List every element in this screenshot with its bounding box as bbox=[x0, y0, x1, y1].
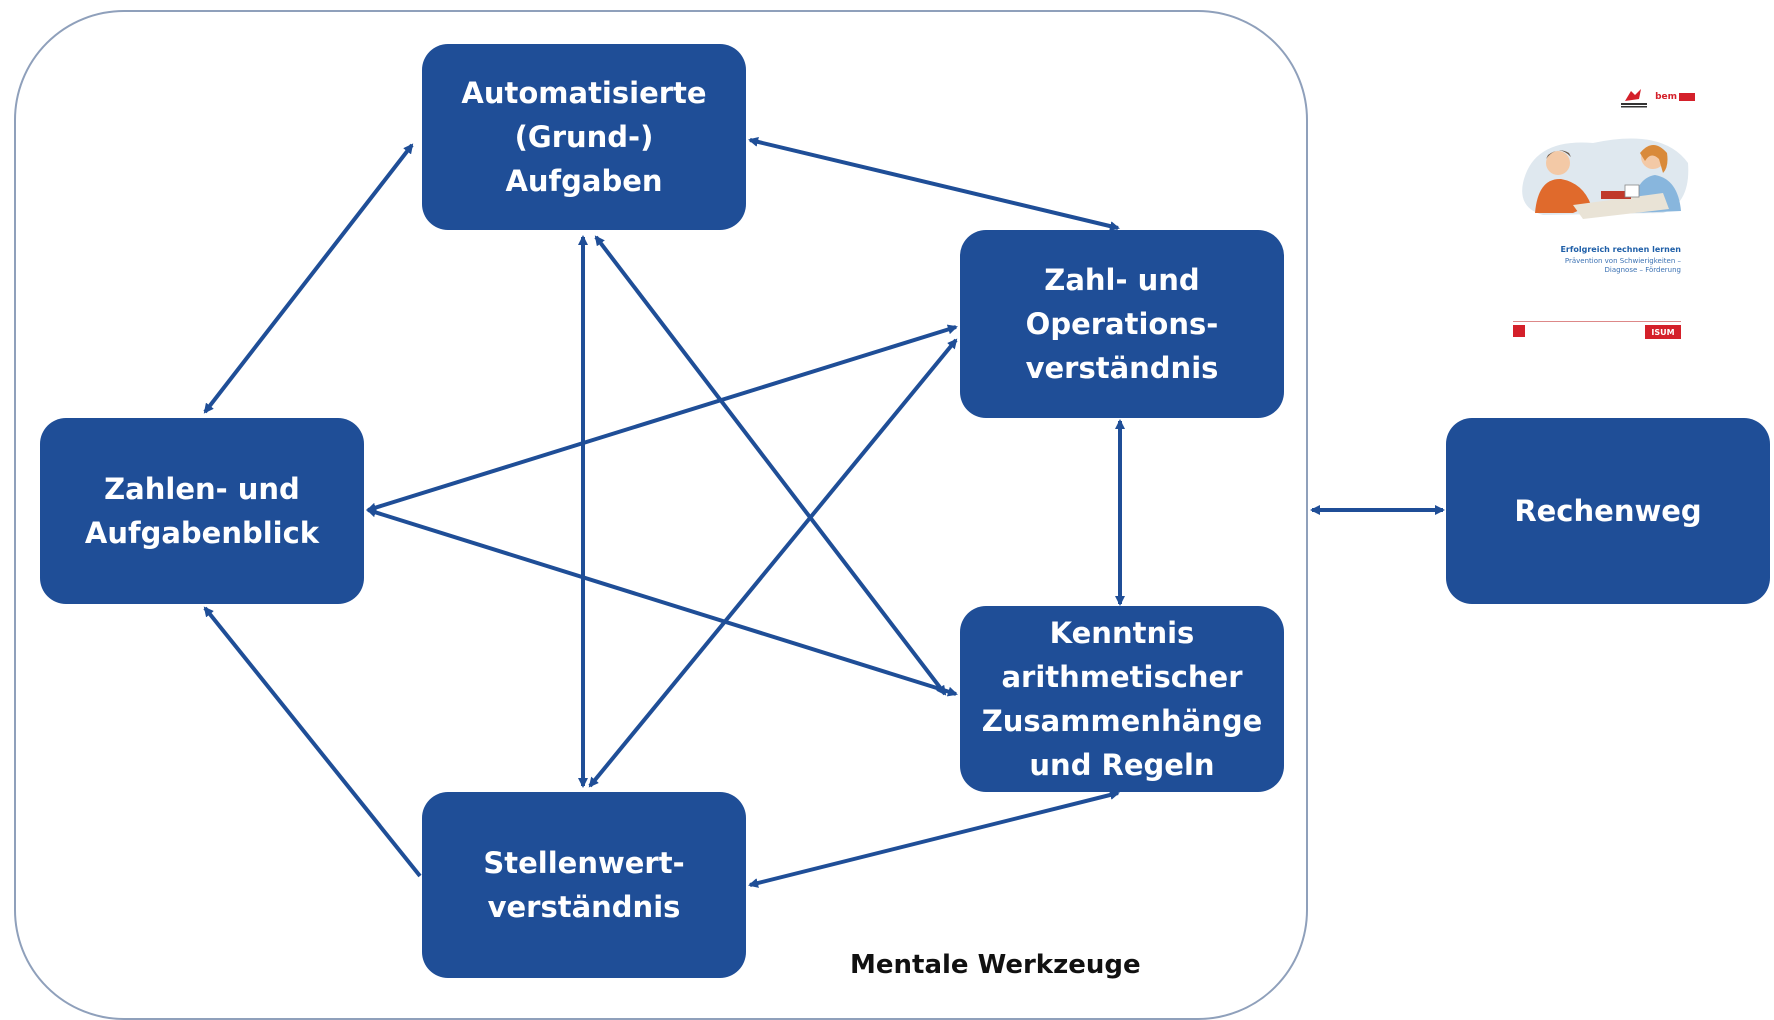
cover-isum-badge: ISUM bbox=[1645, 325, 1681, 339]
arrow-kenntnis-stellenwert bbox=[748, 790, 1120, 888]
node-kenntnis-zusammenhaenge: Kenntnis arithmetischer Zusammenhänge un… bbox=[960, 606, 1284, 792]
cover-logos: bem bbox=[1619, 85, 1695, 109]
cover-divider bbox=[1513, 321, 1681, 322]
arrow-automatisierte-kenntnis bbox=[594, 235, 947, 696]
children-learning-illustration bbox=[1522, 138, 1689, 219]
node-zahlen-aufgabenblick: Zahlen- und Aufgabenblick bbox=[40, 418, 364, 604]
node-automatisierte-aufgaben: Automatisierte (Grund-) Aufgaben bbox=[422, 44, 746, 230]
cover-subtitle: Prävention von Schwierigkeiten – Diagnos… bbox=[1564, 257, 1681, 274]
cover-bottom-logo bbox=[1513, 325, 1525, 337]
book-cover-thumbnail: bem Erfolgreich rechnen lernen Präventio… bbox=[1505, 85, 1695, 355]
bem-logo: bem bbox=[1655, 92, 1695, 102]
node-zahl-operationsverstaendnis: Zahl- und Operations- verständnis bbox=[960, 230, 1284, 418]
arrow-zahlenblick-kenntnis bbox=[366, 507, 958, 697]
arrow-stellenwert-zahlenblick bbox=[203, 606, 422, 878]
arrow-automatisierte-zahlenblick bbox=[203, 143, 414, 414]
arrow-automatisierte-zahl-operation bbox=[748, 136, 1120, 232]
arrow-stellenwert-zahl-operation bbox=[588, 338, 958, 788]
node-rechenweg: Rechenweg bbox=[1446, 418, 1770, 604]
frame-label: Mentale Werkzeuge bbox=[850, 950, 1141, 980]
cover-title: Erfolgreich rechnen lernen bbox=[1560, 245, 1681, 254]
arrow-zahlenblick-zahl-operation bbox=[366, 324, 958, 513]
land-logo-icon bbox=[1621, 89, 1648, 108]
node-stellenwertverstaendnis: Stellenwert- verständnis bbox=[422, 792, 746, 978]
